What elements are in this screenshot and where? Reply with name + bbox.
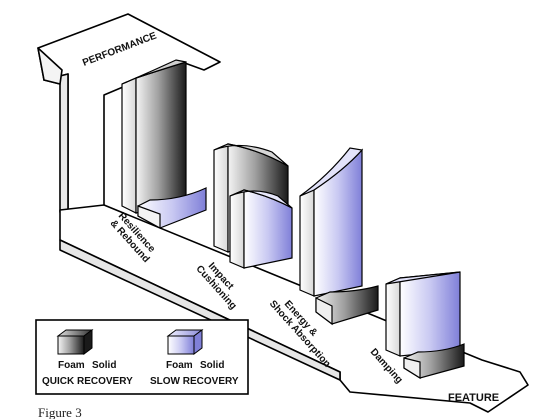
bar-top [121,59,187,85]
legend: Foam Solid QUICK RECOVERY Foam Solid SLO… [35,319,249,395]
figure-caption: Figure 3 [38,405,82,419]
legend-quick-solid: Solid [92,360,116,371]
legend-swatch-slow [166,329,204,355]
bar-quick-recovery [135,61,187,214]
legend-swatch-quick [56,329,94,355]
bar-side [121,77,137,214]
bar-slow-recovery [399,271,461,357]
legend-slow-foam: Foam [166,360,193,371]
legend-quick-foam: Foam [58,360,85,371]
bar-group-damping [385,271,465,380]
feature-axis-label: FEATURE [448,392,499,404]
bar-group-resilience [121,59,207,230]
bar-group-impact [213,143,293,269]
bar-group-energy [299,147,379,326]
legend-slow-title: SLOW RECOVERY [150,376,239,387]
legend-quick-title: QUICK RECOVERY [42,376,133,387]
legend-slow-solid: Solid [200,360,224,371]
